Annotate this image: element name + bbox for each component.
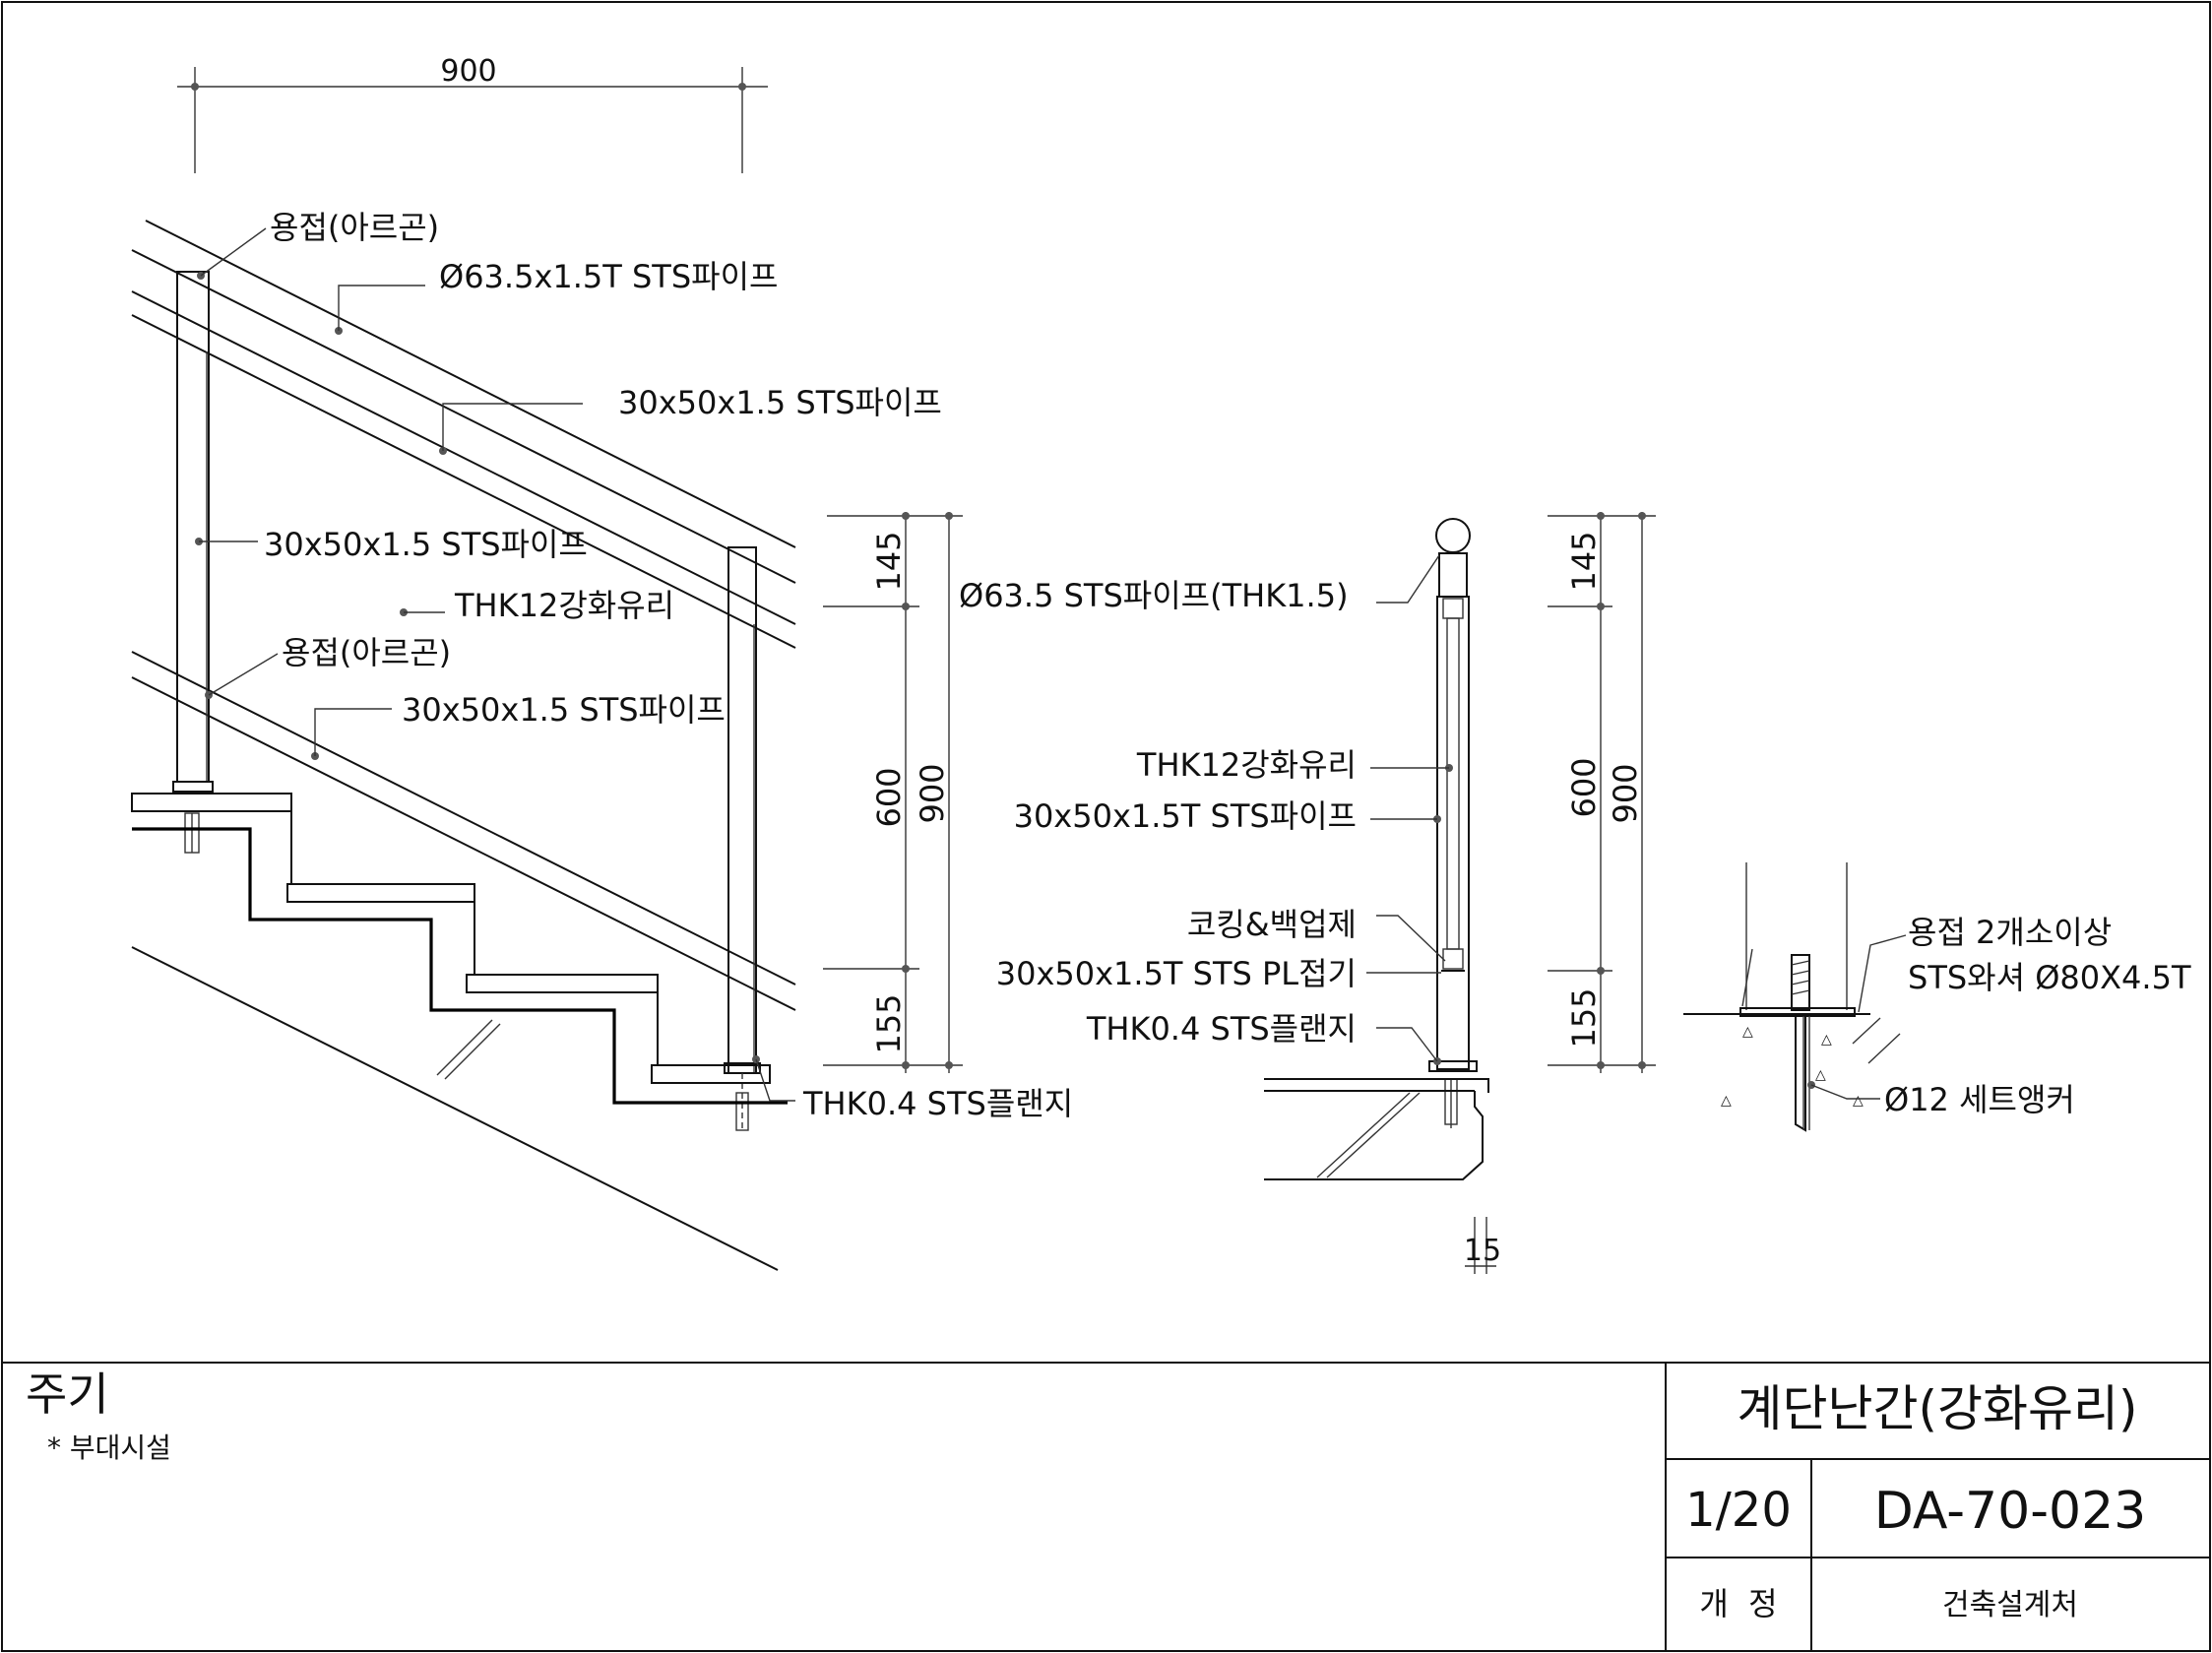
sec-label-caulking: 코킹&백업제: [1187, 906, 1357, 943]
sec-label-frame: 30x50x1.5T STS파이프: [1014, 797, 1357, 835]
dim-total: 900: [914, 763, 951, 823]
anchor-label-anchor: Ø12 세트앵커: [1884, 1081, 2075, 1118]
dim-top: 145: [870, 531, 908, 591]
label-flange: THK0.4 STS플랜지: [802, 1085, 1073, 1122]
label-weld-top: 용접(아르곤): [270, 209, 439, 246]
drawing-number: DA-70-023: [1874, 1482, 2147, 1541]
sec-label-handrail: Ø63.5 STS파이프(THK1.5): [959, 577, 1349, 614]
top-dimension: 900: [177, 54, 768, 173]
svg-text:△: △: [1821, 1032, 1832, 1048]
label-weld-bottom: 용접(아르곤): [282, 634, 451, 671]
label-handrail: Ø63.5x1.5T STS파이프: [439, 258, 778, 295]
label-glass: THK12강화유리: [454, 587, 674, 624]
svg-text:△: △: [1815, 1067, 1826, 1083]
label-post: 30x50x1.5 STS파이프: [264, 526, 588, 563]
anchor-label-weld: 용접 2개소이상: [1908, 914, 2112, 951]
side-labels: 용접(아르곤) Ø63.5x1.5T STS파이프 30x50x1.5 STS파…: [264, 209, 1073, 1122]
title-block: 계단난간(강화유리) 1/20 DA-70-023 개 정 건축설계처: [1665, 1363, 2210, 1651]
top-dimension-text: 900: [440, 54, 496, 89]
posts: [172, 271, 761, 1131]
leader-dots: [195, 272, 760, 1063]
leader-lines: [199, 227, 795, 1102]
svg-text:△: △: [1721, 1093, 1732, 1109]
label-bottom-rail: 30x50x1.5 STS파이프: [402, 691, 726, 729]
anchor-label-washer: STS와셔 Ø80X4.5T: [1908, 959, 2191, 996]
svg-text:△: △: [1853, 1093, 1864, 1109]
side-view: 900: [131, 54, 1073, 1271]
drawing-title: 계단난간(강화유리): [1737, 1380, 2137, 1437]
stair-profile: [131, 793, 788, 1271]
section-view: Ø63.5 STS파이프(THK1.5) THK12강화유리 30x50x1.5…: [959, 512, 1656, 1274]
drawing-scale: 1/20: [1685, 1483, 1792, 1538]
side-vertical-dimensions: 145 600 900 155: [823, 512, 963, 1073]
notes-title: 주기: [26, 1367, 109, 1421]
note-item: * 부대시설: [47, 1431, 171, 1464]
rails: [131, 220, 796, 1011]
svg-text:△: △: [1742, 1024, 1753, 1040]
sec-dim-middle: 600: [1565, 757, 1603, 817]
sec-label-flange: THK0.4 STS플랜지: [1086, 1010, 1357, 1048]
handrail-circle: [1435, 518, 1471, 553]
dim-bottom: 155: [870, 993, 908, 1053]
left-post: [176, 271, 210, 783]
notes: 주기 * 부대시설: [26, 1367, 171, 1464]
revision-label: 개 정: [1699, 1585, 1777, 1622]
sec-dim-bottom: 155: [1565, 987, 1603, 1048]
sec-dim-offset: 15: [1464, 1234, 1501, 1268]
anchor-detail: △ △ △ △ △ 용접 2개소이상 STS와셔 Ø80X4.5T Ø12 세트…: [1683, 862, 2191, 1132]
sec-dim-total: 900: [1607, 763, 1644, 823]
department: 건축설계처: [1942, 1588, 2078, 1622]
label-upper-rail: 30x50x1.5 STS파이프: [618, 384, 942, 421]
sec-label-glass: THK12강화유리: [1136, 746, 1357, 784]
sec-label-pl: 30x50x1.5T STS PL접기: [996, 955, 1357, 992]
dim-middle: 600: [870, 767, 908, 827]
sec-dim-top: 145: [1565, 531, 1603, 591]
